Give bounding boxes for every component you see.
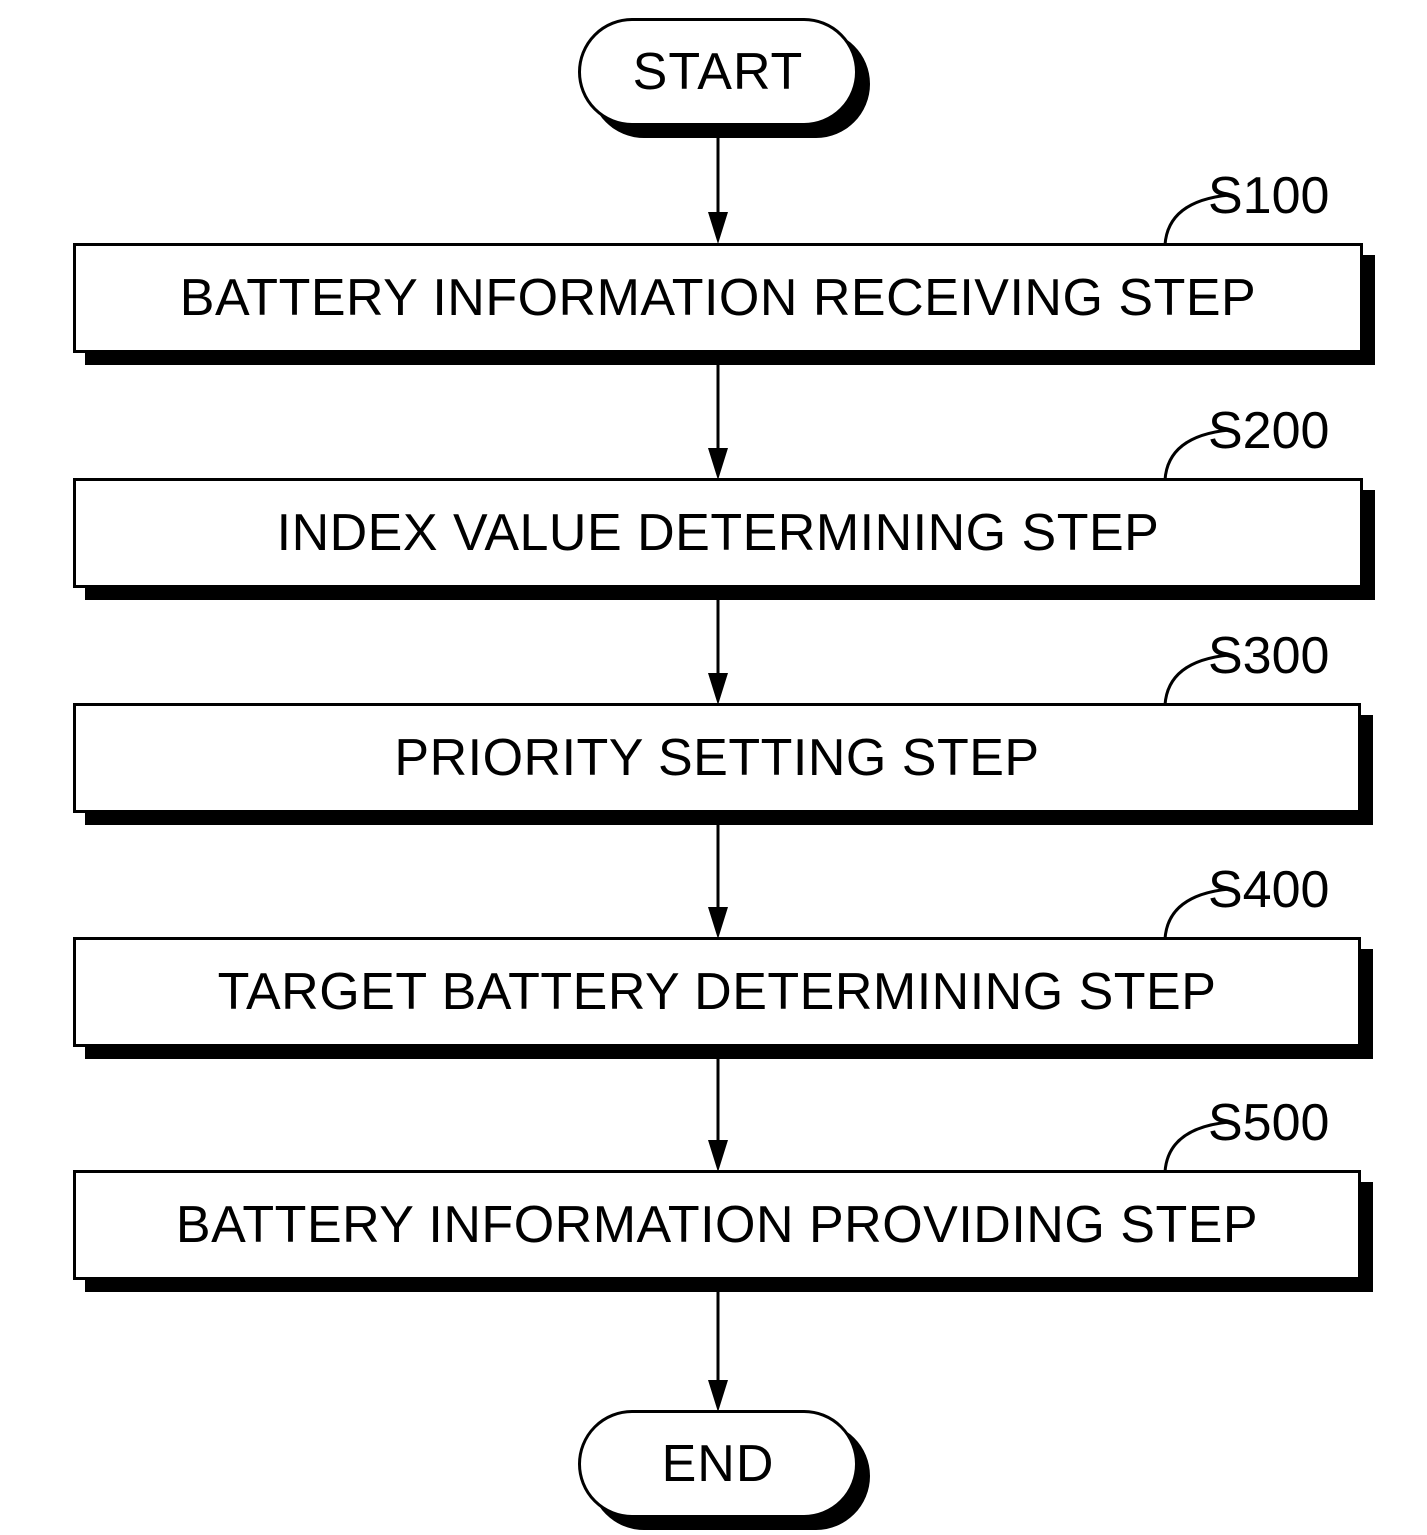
step-4-label: TARGET BATTERY DETERMINING STEP: [217, 963, 1217, 1021]
start-node-label: START: [632, 43, 804, 101]
start-node: START: [578, 18, 858, 126]
connector-s200-to-s300: [708, 599, 728, 705]
step-1-box: BATTERY INFORMATION RECEIVING STEP: [73, 243, 1363, 353]
step-1-leader-line: [1163, 193, 1230, 246]
end-node: END: [578, 1410, 858, 1518]
connector-s100-to-s200: [708, 364, 728, 480]
step-3-box: PRIORITY SETTING STEP: [73, 703, 1361, 813]
end-node-label: END: [661, 1435, 775, 1493]
step-3-label: PRIORITY SETTING STEP: [394, 729, 1040, 787]
step-5-leader-line: [1163, 1120, 1230, 1173]
step-5-label: BATTERY INFORMATION PROVIDING STEP: [175, 1196, 1259, 1254]
connector-start-to-s100: [708, 134, 728, 244]
step-2-ref: S200: [1208, 402, 1330, 460]
step-4-leader-line: [1163, 887, 1230, 940]
step-2-leader-line: [1163, 428, 1230, 481]
connector-s300-to-s400: [708, 824, 728, 939]
step-2-label: INDEX VALUE DETERMINING STEP: [276, 504, 1160, 562]
step-4-box: TARGET BATTERY DETERMINING STEP: [73, 937, 1361, 1047]
step-2-box: INDEX VALUE DETERMINING STEP: [73, 478, 1363, 588]
step-3-leader-line: [1163, 653, 1230, 706]
step-3-ref: S300: [1208, 627, 1330, 685]
step-5-box: BATTERY INFORMATION PROVIDING STEP: [73, 1170, 1361, 1280]
step-1-ref: S100: [1208, 167, 1330, 225]
connector-s500-to-end: [708, 1292, 728, 1412]
step-4-ref: S400: [1208, 861, 1330, 919]
connector-s400-to-s500: [708, 1058, 728, 1172]
step-5-ref: S500: [1208, 1094, 1330, 1152]
step-1-label: BATTERY INFORMATION RECEIVING STEP: [179, 269, 1257, 327]
